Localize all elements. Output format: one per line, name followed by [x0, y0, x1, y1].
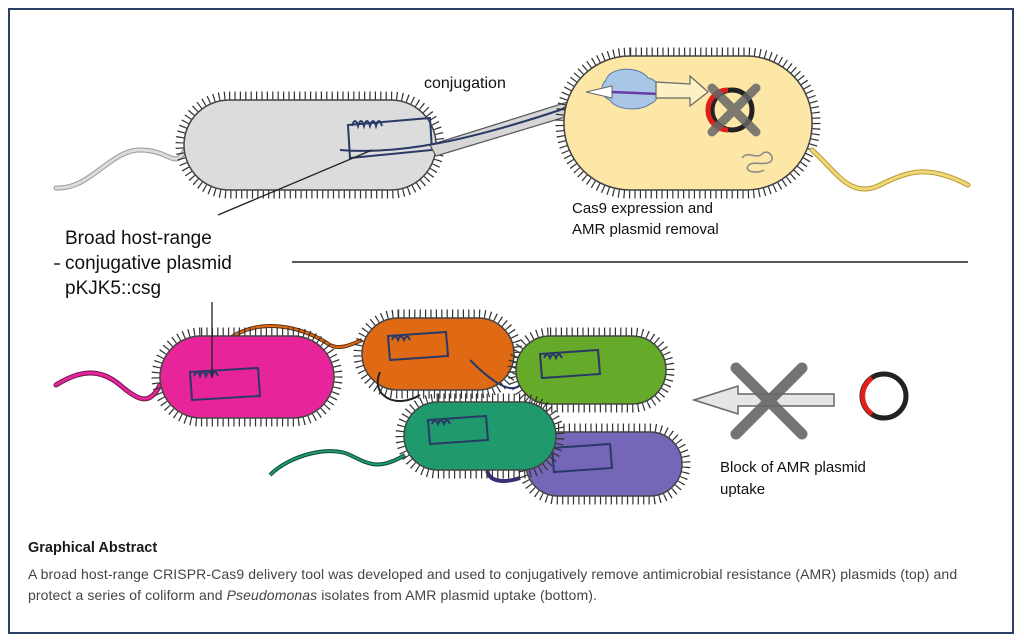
block-uptake-label-line2: uptake: [720, 481, 765, 498]
donor-plasmid-leader-line: [217, 149, 373, 216]
cas9-expression-label-line2: AMR plasmid removal: [572, 221, 719, 238]
cas9-target-arrow: [655, 74, 709, 108]
conjugation-label: conjugation: [424, 75, 506, 92]
teal-cell: [395, 393, 565, 479]
orange-lime-link: [469, 359, 521, 390]
graphical-abstract-diagram: conjugation Cas9 expression and AMR plas…: [53, 47, 971, 505]
cas9-expression-label-line1: Cas9 expression and: [572, 200, 713, 217]
amr-plasmid-icon: [859, 371, 909, 421]
block-uptake-label-line1: Block of AMR plasmid: [720, 459, 866, 476]
caption-text: A broad host-range CRISPR-Cas9 delivery …: [28, 564, 998, 606]
caption-text-part1: A broad host-range CRISPR-Cas9 delivery …: [28, 566, 958, 603]
cas9-complex-icon: [585, 68, 661, 110]
orange-cell: [353, 309, 523, 399]
amr-plasmid-crossed-icon: [705, 83, 761, 137]
purple-cell: [517, 423, 691, 505]
caption-text-part2: isolates from AMR plasmid uptake (bottom…: [317, 587, 597, 603]
recipient-flagellum: [809, 147, 971, 192]
degraded-dna-icon: [741, 151, 773, 173]
donor-cell: [175, 91, 445, 199]
broad-host-range-label-line3: pKJK5::csg: [65, 278, 161, 299]
pink-cell: [151, 327, 343, 427]
donor-plasmid: [346, 116, 434, 160]
caption-area: Graphical Abstract A broad host-range CR…: [28, 540, 998, 606]
lime-cell: [507, 327, 675, 413]
broad-host-range-label-line2: conjugative plasmid: [65, 253, 232, 274]
recipient-cell: [555, 47, 821, 199]
caption-title: Graphical Abstract: [28, 540, 158, 556]
caption-text-italic: Pseudomonas: [226, 587, 318, 603]
broad-host-range-label-line1: Broad host-range: [65, 228, 212, 249]
orange-flagellum: [376, 371, 421, 402]
blocked-uptake-arrow-icon: [691, 362, 835, 440]
abstract-frame: [8, 8, 1014, 634]
